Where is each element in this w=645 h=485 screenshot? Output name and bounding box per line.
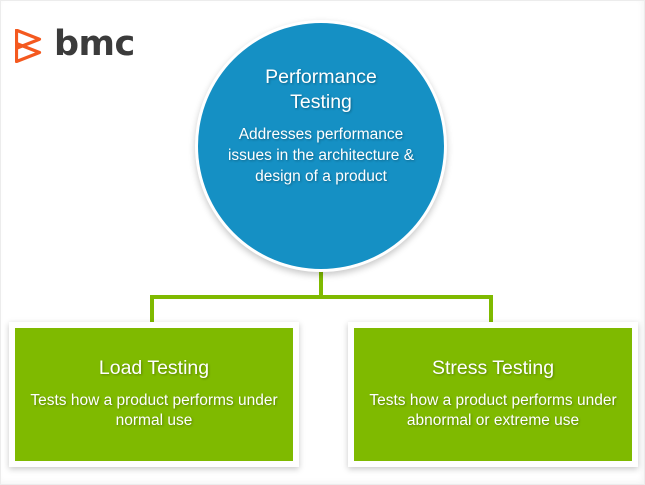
node-title-line-2: Testing: [290, 90, 352, 113]
node-title-line-1: Performance: [265, 66, 377, 88]
node-stress-testing: Stress Testing Tests how a product perfo…: [348, 322, 638, 467]
bmc-logo: bmc: [15, 23, 155, 69]
node-load-testing-title: Load Testing: [98, 357, 210, 380]
node-stress-testing-description: Tests how a product performs under abnor…: [369, 391, 617, 430]
bmc-arrow-logo-mark-icon: [15, 29, 45, 63]
connector-drop-right: [489, 295, 493, 331]
connector-horizontal-bar: [150, 295, 493, 299]
node-stress-testing-title: Stress Testing: [431, 357, 555, 380]
bmc-wordmark: bmc: [54, 24, 135, 64]
node-performance-testing-description: Addresses performance issues in the arch…: [227, 126, 415, 185]
node-load-testing-description: Tests how a product performs under norma…: [30, 391, 278, 430]
node-performance-testing-title: Performance Testing: [226, 65, 416, 114]
connector-drop-left: [150, 295, 154, 331]
node-performance-testing-body: Performance Testing Addresses performanc…: [198, 23, 444, 269]
node-load-testing-body: Load Testing Tests how a product perform…: [15, 328, 293, 461]
node-load-testing: Load Testing Tests how a product perform…: [9, 322, 299, 467]
node-performance-testing: Performance Testing Addresses performanc…: [195, 20, 447, 272]
node-stress-testing-body: Stress Testing Tests how a product perfo…: [354, 328, 632, 461]
connector-stem-vertical: [319, 267, 323, 299]
